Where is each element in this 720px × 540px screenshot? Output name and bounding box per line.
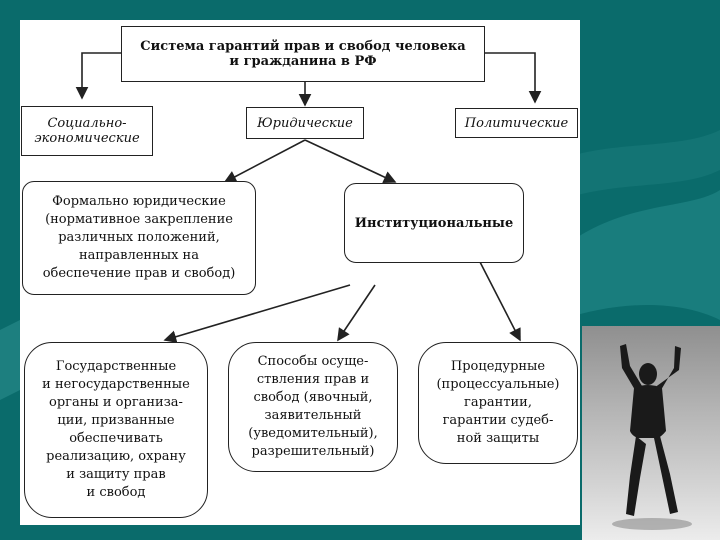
formal-legal-box: Формально юридические (нормативное закре…: [22, 181, 256, 295]
institutional-box: Институциональные: [344, 183, 524, 263]
person-photo: [582, 326, 720, 540]
socio-economic-box: Социально- экономические: [21, 106, 153, 156]
connector-inst-state: [163, 284, 351, 343]
methods-box: Способы осуще- ствления прав и свобод (я…: [228, 342, 398, 472]
connector-inst-procedural: [479, 261, 521, 342]
root-box: Система гарантий прав и свобод человека …: [121, 26, 485, 82]
political-box: Политические: [455, 108, 578, 138]
state-bodies-box: Государственные и негосударственные орга…: [24, 342, 208, 518]
legal-box: Юридические: [246, 107, 364, 139]
procedural-box: Процедурные (процессуальные) гарантии, г…: [418, 342, 578, 464]
connector-legal-formal: [223, 139, 306, 183]
connector-root-political: [485, 52, 542, 104]
connector-root-socio: [75, 52, 121, 100]
connector-inst-methods: [337, 284, 376, 342]
silhouette-person-raised-arms-icon: [612, 344, 692, 530]
connector-legal-institutional: [304, 139, 397, 184]
